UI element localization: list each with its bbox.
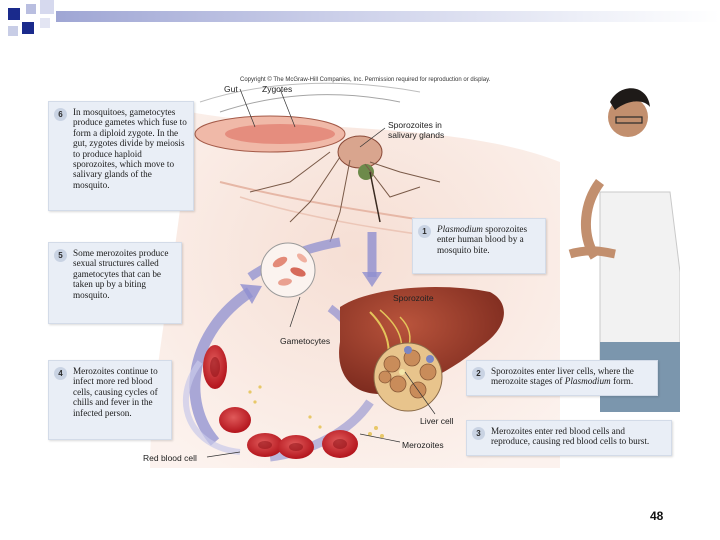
label-gametocytes: Gametocytes	[280, 336, 331, 346]
title-band	[56, 11, 720, 22]
label-gut: Gut	[224, 84, 238, 94]
deco-square	[40, 18, 50, 28]
step-text: In mosquitoes, gametocytes produce gamet…	[73, 107, 187, 190]
step-text: Sporozoites enter liver cells, where the…	[491, 366, 634, 387]
cycle-arrow	[182, 360, 241, 455]
step-number: 5	[54, 249, 67, 262]
deco-square	[8, 8, 20, 20]
step-italic: Plasmodium	[564, 376, 611, 387]
copyright-notice: Copyright © The McGraw-Hill Companies, I…	[240, 77, 491, 83]
step-card-1: 1 Plasmodium sporozoites enter human blo…	[412, 218, 546, 274]
deco-square	[40, 0, 54, 14]
step-italic: Plasmodium	[437, 224, 483, 234]
step-text: Merozoites enter red blood cells and rep…	[491, 426, 650, 447]
gametocytes-inset	[260, 242, 316, 298]
label-zygotes: Zygotes	[262, 84, 293, 94]
mosquito	[194, 82, 441, 243]
step-card-4: 4 Merozoites continue to infect more red…	[48, 360, 172, 440]
step-card-2: 2 Sporozoites enter liver cells, where t…	[466, 360, 658, 396]
step-number: 6	[54, 108, 67, 121]
step-text: Some merozoites produce sexual structure…	[73, 248, 169, 300]
label-red-blood-cell: Red blood cell	[143, 453, 197, 463]
malaria-lifecycle-illustration	[150, 82, 680, 468]
person	[568, 88, 680, 412]
label-sporozoites-salivary: Sporozoites in salivary glands	[388, 120, 445, 140]
step-number: 3	[472, 427, 485, 440]
step-number: 4	[54, 367, 67, 380]
title-decoration	[0, 0, 720, 40]
step-number: 2	[472, 367, 485, 380]
step-card-3: 3 Merozoites enter red blood cells and r…	[466, 420, 672, 456]
step-card-6: 6 In mosquitoes, gametocytes produce gam…	[48, 101, 194, 211]
deco-square	[8, 26, 18, 36]
deco-square	[22, 22, 34, 34]
deco-square	[26, 4, 36, 14]
step-number: 1	[418, 225, 431, 238]
step-text: Merozoites continue to infect more red b…	[73, 366, 158, 418]
red-blood-cells	[203, 345, 358, 459]
label-merozoites: Merozoites	[402, 440, 444, 450]
step-text-end: form.	[610, 376, 634, 387]
label-liver-cell: Liver cell	[420, 416, 454, 426]
step-card-5: 5 Some merozoites produce sexual structu…	[48, 242, 182, 324]
page-number: 48	[650, 509, 664, 523]
label-sporozoite: Sporozoite	[393, 293, 434, 303]
step-text: sporozoites enter human blood by a mosqu…	[437, 224, 528, 255]
